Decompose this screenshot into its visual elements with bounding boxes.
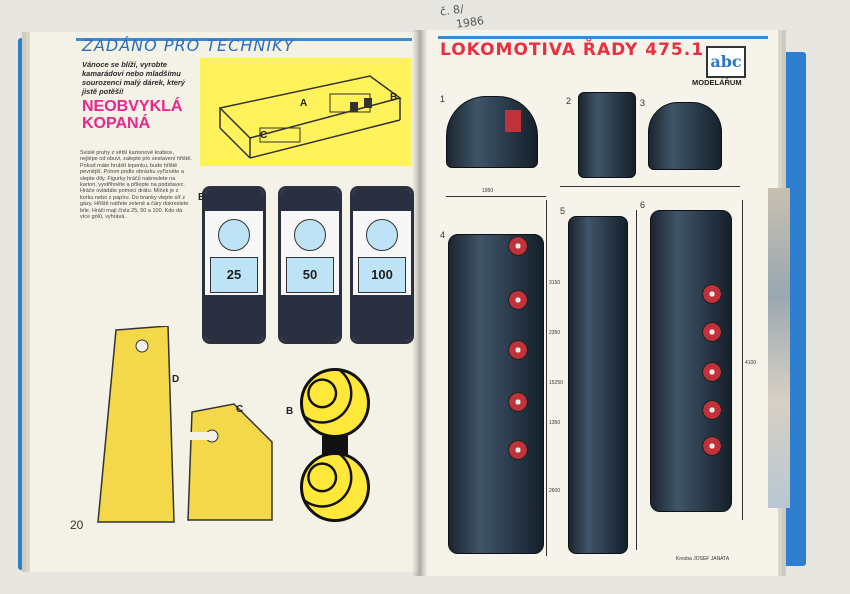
locomotive-underside-view (650, 210, 732, 512)
locomotive-tender-view (648, 102, 722, 170)
player-face-icon (294, 219, 326, 251)
wheel-icon (508, 290, 528, 310)
dimension-line (742, 200, 743, 520)
locomotive-rear-view (578, 92, 636, 178)
player-number-3: 100 (358, 257, 406, 293)
player-face-icon (218, 219, 250, 251)
player-number-2: 50 (286, 257, 334, 293)
dimension-line (546, 200, 547, 556)
dimension-line (446, 196, 546, 197)
view-number-2: 2 (566, 96, 572, 106)
article-intro: Vánoce se blíží, vyrobte kamarádovi nebo… (82, 60, 185, 96)
view-number-5: 5 (560, 206, 566, 216)
cut-piece-d (97, 326, 175, 523)
wheel-icon (508, 392, 528, 412)
book-gutter (412, 30, 428, 576)
wheel-icon (508, 340, 528, 360)
label-a: A (300, 98, 308, 109)
article-title: NEOBVYKLÁ KOPANÁ (82, 98, 202, 132)
front-buffer-beam (505, 110, 521, 132)
label-c: C (236, 404, 244, 415)
wheel-icon (702, 436, 722, 456)
label-e: E (198, 192, 205, 203)
football-icon (300, 368, 370, 438)
field-diagram-box: A B C (200, 58, 412, 166)
dim-2600: 2600 (549, 488, 561, 494)
dim-4100: 4100 (745, 360, 757, 366)
player-figure-2: 50 (278, 186, 342, 344)
locomotive-top-view (568, 216, 628, 554)
drawing-credit: Kresba JOSEF JANATA (676, 556, 730, 562)
article-title-line2: KOPANÁ (82, 115, 151, 132)
right-header-stripe (438, 36, 768, 39)
football-icon (300, 452, 370, 522)
dimension-line (636, 210, 637, 550)
page-number: 20 (70, 518, 84, 532)
dimension-line (560, 186, 740, 187)
label-b: B (286, 406, 294, 417)
player-figure-3: 100 (350, 186, 414, 344)
cut-piece-c (187, 403, 273, 521)
wheel-icon (702, 322, 722, 342)
dim-15250: 15250 (549, 380, 563, 386)
abc-logo: abc (706, 46, 746, 78)
wheel-icon (702, 400, 722, 420)
view-number-3: 3 (640, 98, 646, 108)
locomotive-front-view (446, 96, 538, 168)
wheel-icon (508, 440, 528, 460)
player-figure-1: 25 (202, 186, 266, 344)
field-sketch (218, 75, 402, 159)
logo-caption: MODELÁŘUM (692, 78, 742, 87)
player-face-icon (366, 219, 398, 251)
label-b-box: B (390, 92, 398, 103)
label-c-box: C (260, 130, 268, 141)
player-number-1: 25 (210, 257, 258, 293)
handwritten-note-year: 1986 (455, 14, 485, 31)
left-page-header: ZADÁNO PRO TECHNIKY (82, 36, 295, 55)
dim-1950: 1950 (482, 188, 494, 194)
label-d: D (172, 374, 180, 385)
view-number-4: 4 (440, 230, 446, 240)
locomotive-title: LOKOMOTIVA ŘADY 475.1 (440, 40, 705, 60)
left-header-stripe (76, 38, 412, 41)
article-title-line1: NEOBVYKLÁ (82, 98, 183, 115)
view-number-1: 1 (440, 94, 446, 104)
wheel-icon (702, 362, 722, 382)
dim-2350: 2350 (549, 330, 561, 336)
view-number-6: 6 (640, 200, 646, 210)
next-page-photo-edge (768, 188, 790, 508)
locomotive-side-view (448, 234, 544, 554)
wheel-icon (508, 236, 528, 256)
ball-connector (322, 436, 348, 456)
dim-1350: 1350 (549, 420, 561, 426)
dim-3150: 3150 (549, 280, 561, 286)
article-body-text: Svislé pruhy z větší kartonové krabice, … (80, 150, 192, 221)
wheel-icon (702, 284, 722, 304)
